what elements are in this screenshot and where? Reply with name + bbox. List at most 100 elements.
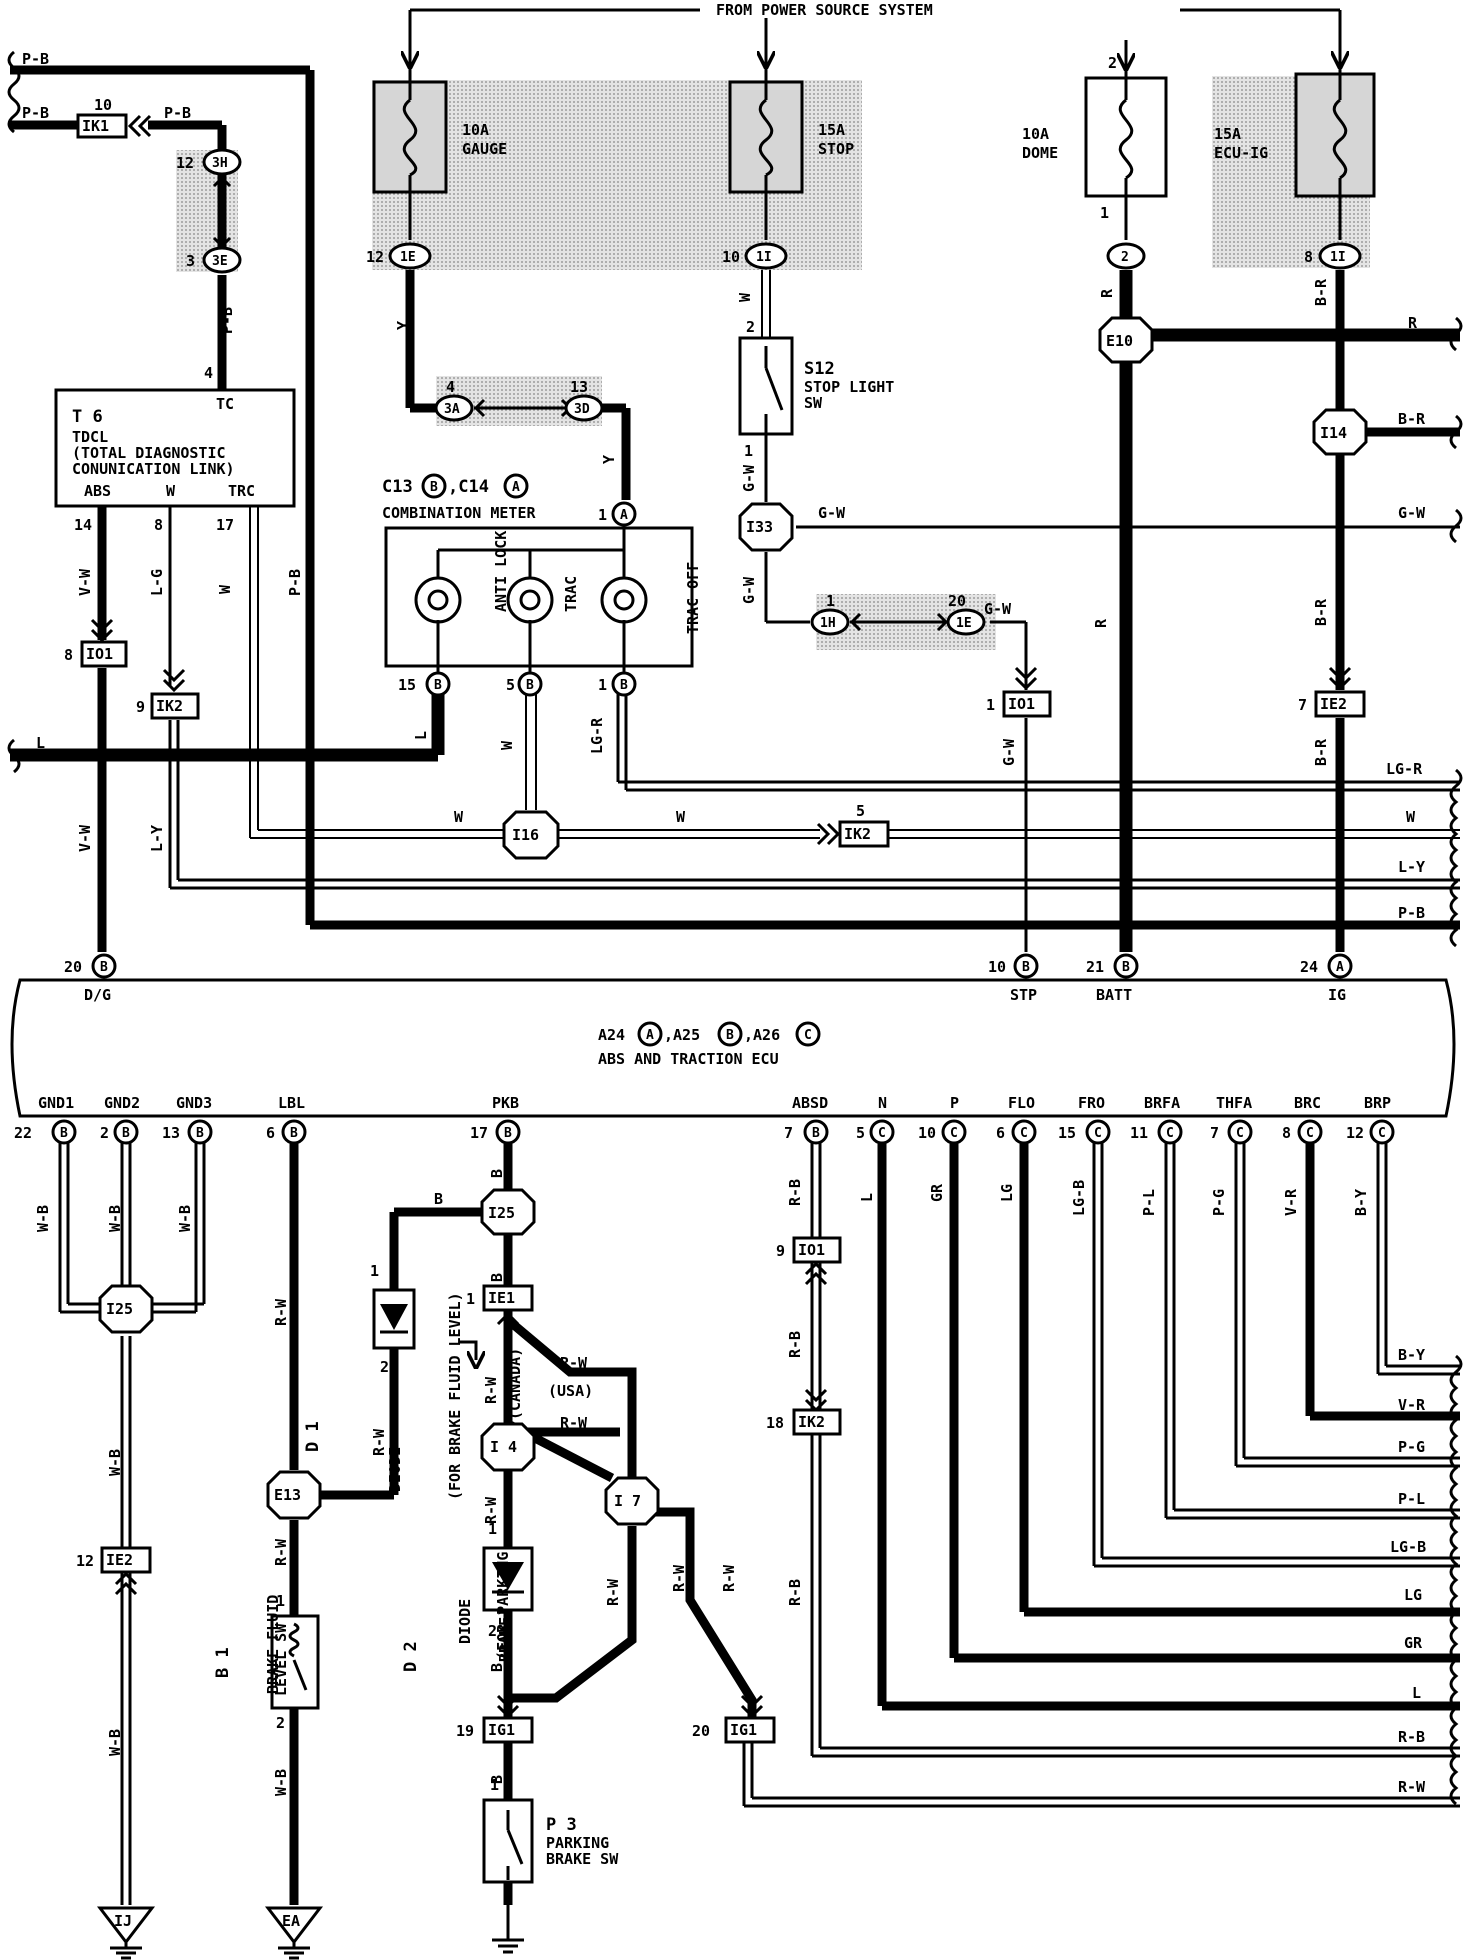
- wire-label-l-n: L: [858, 1193, 876, 1202]
- wire-label-w-meter: W: [498, 740, 516, 750]
- wire-label-pg-right: P-G: [1398, 1438, 1425, 1456]
- connector-ik2-9: 9 IK2: [136, 668, 200, 720]
- stop-sw-id: S12: [804, 359, 835, 379]
- wire-label-rw-usa: R-W: [560, 1354, 588, 1372]
- ecu-gnd3-pin: 13: [162, 1124, 180, 1142]
- d1-line1: DIODE: [386, 1447, 404, 1492]
- wire-continuation-marks: [7, 50, 1463, 1806]
- splice-id: I16: [512, 826, 539, 844]
- connector-ig1-19: 19 IG1: [456, 1694, 534, 1744]
- wire-label-br-mid: B-R: [1312, 598, 1330, 626]
- wire-label-rw-i4-low: R-W: [482, 1496, 500, 1524]
- wire-label-gw-right: G-W: [1398, 504, 1426, 522]
- stop-sw-pin-top: 2: [746, 318, 755, 336]
- d2-line2: (FOR PARKING: [494, 1552, 512, 1660]
- ecu-n-letter: C: [878, 1126, 886, 1141]
- connector-id: IO1: [1008, 695, 1035, 713]
- connector-id: 2: [1121, 250, 1129, 265]
- wire-label-w-i16-right: W: [676, 808, 686, 826]
- connector-ik2-5: 5 IK2: [816, 802, 890, 848]
- fuse-gauge-name: GAUGE: [462, 140, 507, 158]
- d1-pin2: 2: [380, 1358, 389, 1376]
- meter-pin-1-letter: B: [620, 678, 628, 693]
- ecu-pkb-pin: 17: [470, 1124, 488, 1142]
- splice-i25-ground: I25: [98, 1284, 154, 1334]
- ecu-fro-pin: 15: [1058, 1124, 1076, 1142]
- ecu-brfa-pin: 11: [1130, 1124, 1148, 1142]
- splice-id: I25: [106, 1300, 133, 1318]
- ecu-absd-name: ABSD: [792, 1094, 828, 1112]
- wire-label-lg-right: LG: [1404, 1586, 1422, 1604]
- wire-label-y-gauge: Y: [394, 321, 412, 330]
- region-usa: (USA): [548, 1382, 593, 1400]
- stop-sw-line2: SW: [804, 394, 823, 412]
- connector-ie1-1: 1 IE1: [466, 1284, 534, 1326]
- connector-id: IK1: [82, 117, 109, 135]
- fuse-ecu-ig-name: ECU-IG: [1214, 144, 1268, 162]
- ecu-id-a25: ,A25: [664, 1026, 700, 1044]
- ecu-brc-name: BRC: [1294, 1094, 1321, 1112]
- ecu-brp-pin: 12: [1346, 1124, 1364, 1142]
- ecu-gnd2-name: GND2: [104, 1094, 140, 1112]
- wire-label-lgr-right: LG-R: [1386, 760, 1423, 778]
- ecu-id-a26: ,A26: [744, 1026, 780, 1044]
- ecu-id-a24: A24: [598, 1026, 625, 1044]
- ecu-gnd1-name: GND1: [38, 1094, 74, 1112]
- tdcl-connector: 4 TC T 6 TDCL (TOTAL DIAGNOSTIC CONUNICA…: [54, 364, 296, 534]
- wire-label-gr-right: GR: [1404, 1634, 1423, 1652]
- splice-i16: I16: [502, 810, 560, 860]
- ground-ij: IJ: [96, 1906, 156, 1960]
- d2-line1: DIODE: [456, 1599, 474, 1644]
- ecu-id-a26-letter: C: [804, 1028, 812, 1043]
- connector-3h: 12 3H: [176, 148, 242, 249]
- wire-label-ly-right: L-Y: [1398, 858, 1425, 876]
- connector-id: 1E: [400, 250, 416, 265]
- ecu-n-pin: 5: [856, 1124, 865, 1142]
- diode-d1: 1 2 D 1 DIODE (FOR BRAKE FLUID LEVEL): [303, 1262, 464, 1500]
- ecu-dg-pin: 20: [64, 958, 82, 976]
- connector-1e-20: 20 1E: [946, 592, 986, 636]
- wire-label-rw-i7-b: R-W: [670, 1564, 688, 1592]
- splice-id: I33: [746, 518, 773, 536]
- d1-id: D 1: [303, 1421, 323, 1452]
- combination-meter: C13 B ,C14 A COMBINATION METER 1 A ANTI …: [382, 473, 702, 697]
- wire-label-wb-gnd1: W-B: [34, 1205, 52, 1232]
- meter-id-a-letter: B: [430, 480, 438, 495]
- pin-number: 9: [136, 698, 145, 716]
- pin-number: 19: [456, 1722, 474, 1740]
- ecu-ig-pin: 24: [1300, 958, 1318, 976]
- ecu-fro-letter: C: [1094, 1126, 1102, 1141]
- wire-label-by-brp: B-Y: [1352, 1189, 1370, 1216]
- pin-number: 7: [1298, 696, 1307, 714]
- abs-traction-ecu: 20 B D/G 10 B STP 21 B BATT 24 A IG A24 …: [10, 953, 1456, 1145]
- fuse-stop-amp: 15A: [818, 121, 845, 139]
- tdcl-name2: (TOTAL DIAGNOSTIC: [72, 444, 226, 462]
- connector-id: 1I: [1330, 250, 1346, 265]
- wire-label-b-pkb: B: [488, 1169, 506, 1178]
- ecu-gnd2-pin: 2: [100, 1124, 109, 1142]
- ecu-thfa-pin: 7: [1210, 1124, 1219, 1142]
- meter-pin-5: 5: [506, 676, 515, 694]
- b1-line2: LEVEL SW: [272, 1623, 290, 1696]
- tdcl-w-pin: 8: [154, 516, 163, 534]
- splice-e10: E10: [1098, 316, 1154, 364]
- power-source-header: FROM POWER SOURCE SYSTEM: [410, 1, 1340, 62]
- fuse-stop-name: STOP: [818, 140, 854, 158]
- wire-label-pb-ik1: P-B: [22, 104, 49, 122]
- fuse-dome-name: DOME: [1022, 144, 1058, 162]
- parking-brake-switch: 1 P 3 PARKING BRAKE SW: [482, 1776, 619, 1884]
- wire-label-pb-tc: P-B: [218, 307, 236, 334]
- ground-ea: EA: [264, 1906, 324, 1960]
- ground-ea-label: EA: [282, 1912, 300, 1930]
- ecu-pkb-letter: B: [504, 1126, 512, 1141]
- ecu-thfa-letter: C: [1236, 1126, 1244, 1141]
- fuse-dome-amp: 10A: [1022, 125, 1049, 143]
- wire-label-rb-mid: R-B: [786, 1331, 804, 1358]
- region-canada: (CANADA): [506, 1348, 524, 1420]
- connector-id: 3H: [212, 156, 228, 171]
- d1-pin1: 1: [370, 1262, 379, 1280]
- splice-id: E13: [274, 1486, 301, 1504]
- ecu-lbl-name: LBL: [278, 1094, 305, 1112]
- wire-label-wb-ij: W-B: [106, 1729, 124, 1756]
- ecu-stp-pin: 10: [988, 958, 1006, 976]
